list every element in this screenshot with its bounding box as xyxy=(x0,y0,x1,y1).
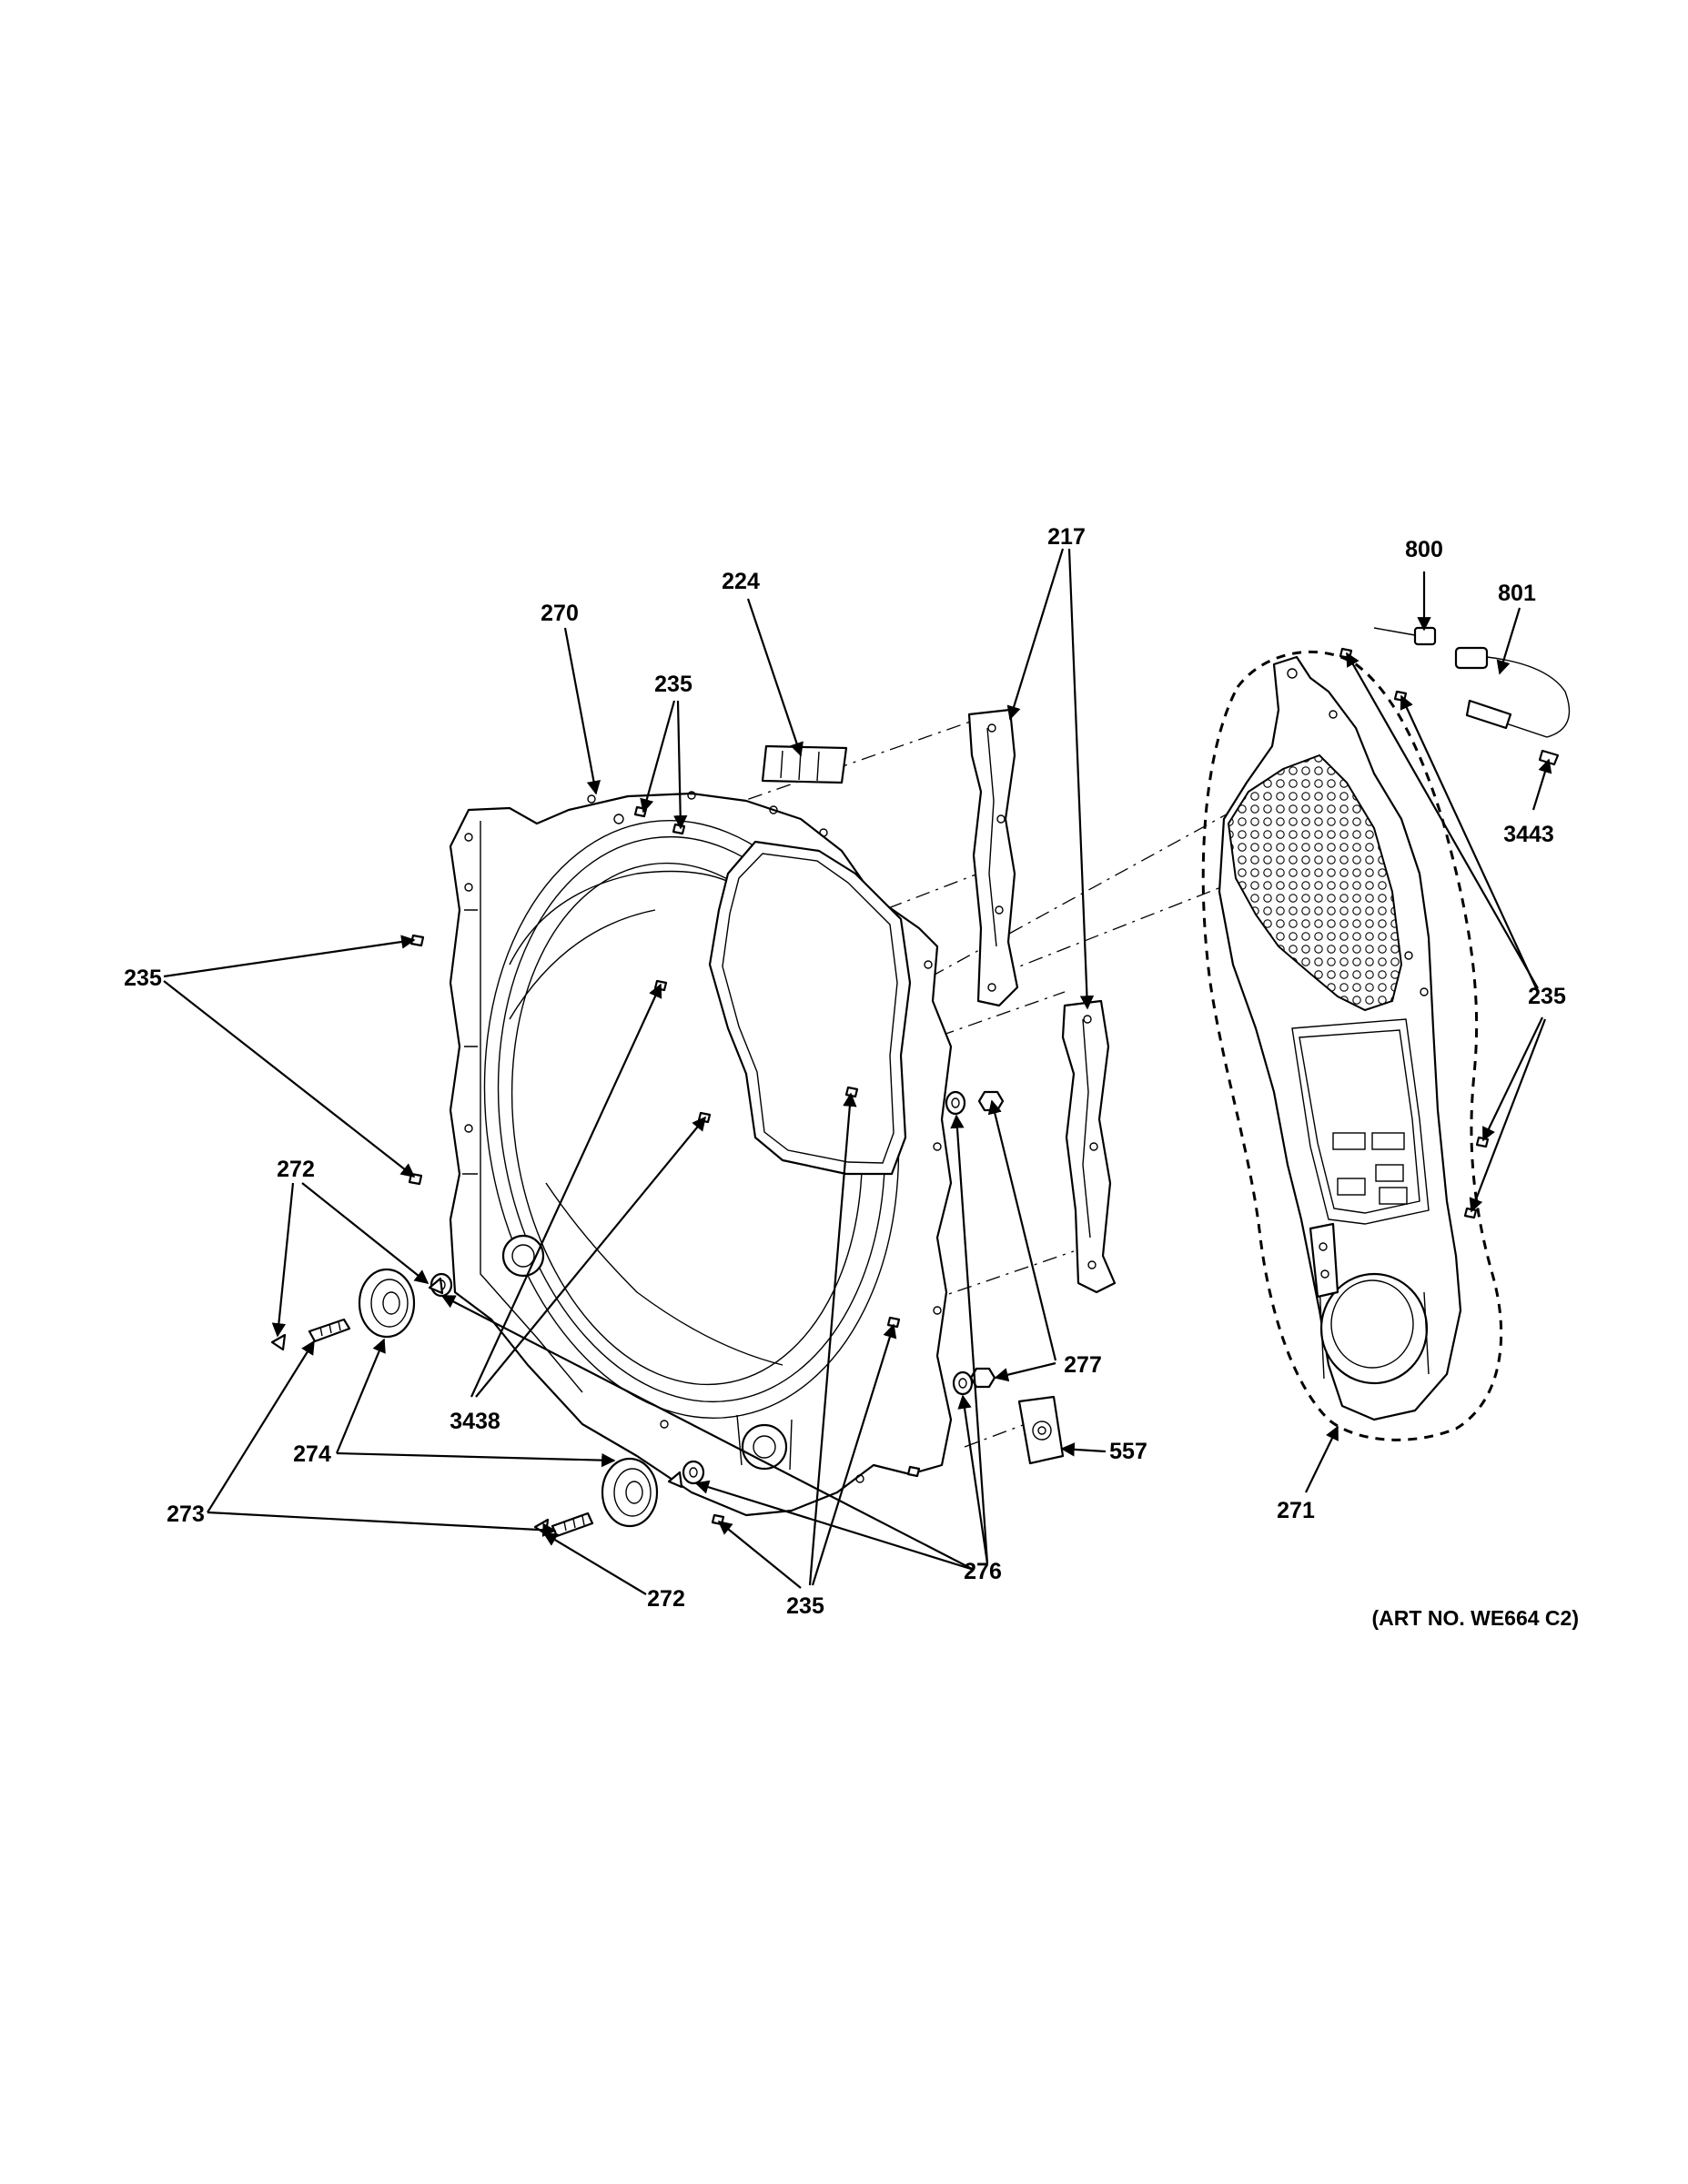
callout-3443: 3443 xyxy=(1503,822,1554,847)
rear-bulkhead xyxy=(449,791,953,1517)
callout-277: 277 xyxy=(1064,1352,1102,1378)
shaft-upper xyxy=(308,1318,351,1343)
vent-slots xyxy=(1332,1132,1408,1205)
callout-270: 270 xyxy=(541,601,579,626)
callout-273: 273 xyxy=(167,1502,205,1527)
callout-271: 271 xyxy=(1277,1498,1315,1523)
roller-lower xyxy=(601,1457,659,1528)
callout-557: 557 xyxy=(1109,1439,1147,1464)
lint-duct-assembly xyxy=(1201,650,1503,1441)
art-number: (ART NO. WE664 C2) xyxy=(1372,1606,1579,1630)
leader-lines xyxy=(163,548,1552,1595)
callout-272-top: 272 xyxy=(277,1157,315,1182)
duct-bracket-lower xyxy=(1061,999,1117,1294)
callout-272-bottom: 272 xyxy=(647,1586,685,1612)
callout-800: 800 xyxy=(1405,537,1443,562)
bracket-224 xyxy=(761,744,848,784)
callout-276: 276 xyxy=(964,1559,1002,1584)
thermistor-800 xyxy=(1373,626,1437,646)
nuts-277 xyxy=(969,1090,1005,1389)
callout-235-left: 235 xyxy=(124,966,162,991)
callout-labels: 217 224 270 235 800 801 3443 235 235 272… xyxy=(124,524,1579,1630)
duct-bracket-upper xyxy=(967,708,1019,1007)
roller-upper xyxy=(358,1268,416,1339)
shaft-lower xyxy=(551,1512,594,1538)
mount-plate-557 xyxy=(1017,1395,1065,1465)
screw-holes xyxy=(464,791,942,1483)
callout-217: 217 xyxy=(1047,524,1086,550)
callout-235-top: 235 xyxy=(654,672,692,697)
callout-235-bottom: 235 xyxy=(786,1593,824,1619)
callout-3438: 3438 xyxy=(450,1409,500,1434)
callout-274: 274 xyxy=(293,1441,331,1467)
callout-235-right: 235 xyxy=(1528,984,1566,1009)
callout-801: 801 xyxy=(1498,581,1536,606)
sensor-harness-801 xyxy=(1454,646,1571,738)
callout-224: 224 xyxy=(722,569,760,594)
